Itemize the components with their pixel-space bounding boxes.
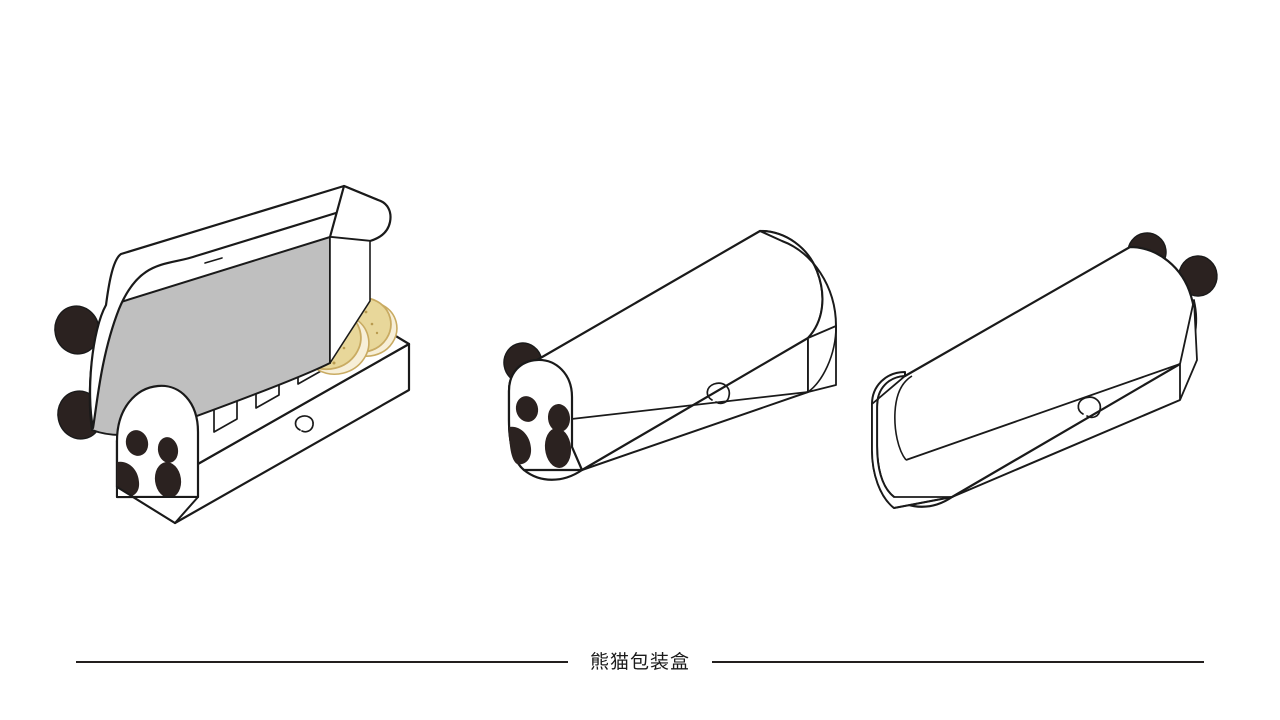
panda-eye-right-icon xyxy=(547,404,571,432)
panda-eye-left-icon xyxy=(515,396,539,422)
lid-score-mark xyxy=(204,257,223,264)
panda-muzzle-icon xyxy=(154,462,182,498)
panda-face-front-panel xyxy=(507,358,584,472)
lid-seam-line xyxy=(905,363,1181,461)
caption-rule-right xyxy=(712,661,1204,663)
panda-panel-bottom-fold xyxy=(116,486,199,524)
closed-box-near-end-face xyxy=(871,375,953,509)
panda-eye-right-icon xyxy=(157,437,179,463)
panda-face-panel-shape xyxy=(115,384,200,499)
caption-row: 熊猫包装盒 xyxy=(0,645,1280,679)
lid-seam-curve-near xyxy=(894,375,913,461)
lid-rounded-cap xyxy=(328,184,392,243)
panda-face-front-panel xyxy=(115,384,200,524)
closed-box-body xyxy=(875,245,1196,508)
illustration-open-box xyxy=(54,184,411,525)
page-title: 熊猫包装盒 xyxy=(589,650,690,673)
lid-outer-edge-strip xyxy=(89,184,380,430)
thumb-notch-icon xyxy=(706,382,731,405)
closed-box-far-end-face xyxy=(807,325,837,393)
panda-cheek-left-icon xyxy=(509,426,532,465)
caption-rule-left xyxy=(75,661,568,663)
panda-eye-left-icon xyxy=(125,430,149,456)
panda-cheek-left-icon xyxy=(117,461,140,497)
closed-box-bottom-edge xyxy=(581,391,809,471)
closed-box-far-right-face xyxy=(1179,299,1198,401)
thumb-notch-icon xyxy=(294,415,314,433)
illustration-closed-box-rear xyxy=(871,232,1218,509)
closed-box-bottom-edge-near xyxy=(893,496,953,509)
illustration-closed-box-front xyxy=(503,229,837,481)
lid-right-edge xyxy=(329,236,371,364)
panda-muzzle-icon xyxy=(544,428,572,468)
thumb-notch-icon xyxy=(1077,396,1102,419)
closed-box-bottom-edge xyxy=(951,399,1181,498)
open-box-lid xyxy=(88,184,392,436)
lid-seam-curve-end xyxy=(807,325,837,393)
